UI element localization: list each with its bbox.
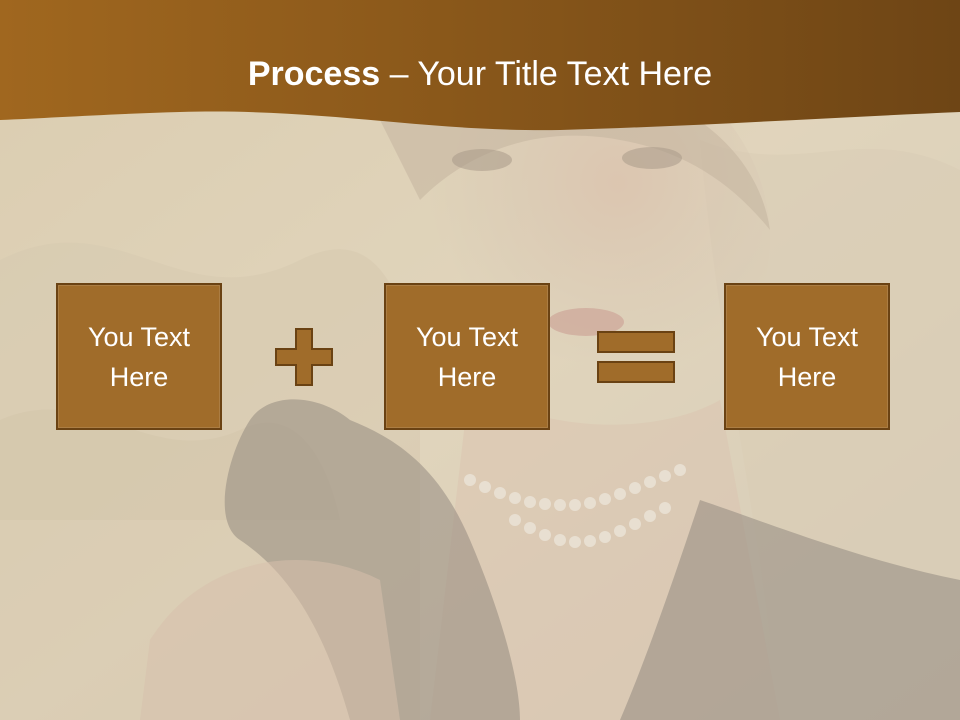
process-box-1[interactable]: You Text Here (56, 283, 222, 430)
process-box-1-line2: Here (109, 361, 169, 392)
title-separator: – (380, 55, 418, 93)
process-box-1-line1: You Text (87, 321, 191, 352)
process-box-3-line1: You Text (755, 321, 859, 352)
equals-icon (597, 331, 675, 383)
title-bold: Process (247, 55, 381, 93)
process-box-2-line1: You Text (415, 321, 519, 352)
process-box-3[interactable]: You Text Here (724, 283, 890, 430)
title-band (0, 0, 960, 131)
plus-icon (275, 328, 333, 386)
process-box-2-line2: Here (437, 361, 497, 392)
title-text: Your Title Text Here (417, 55, 713, 93)
process-box-3-line2: Here (777, 361, 837, 392)
process-box-2[interactable]: You Text Here (384, 283, 550, 430)
slide-title: Process – Your Title Text Here (0, 52, 960, 96)
